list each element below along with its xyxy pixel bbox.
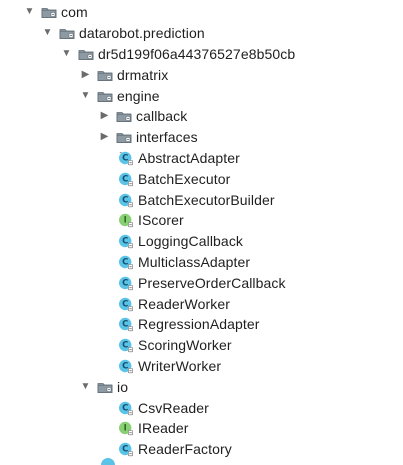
tree-node-drmatrix[interactable]: ▶ drmatrix [80,64,169,85]
svg-text:C: C [122,403,128,413]
tree-node-label: IReader [138,420,189,437]
tree-node-datarobot-prediction[interactable]: ▼ datarobot.prediction [42,23,205,44]
expand-arrow-icon[interactable]: ▼ [61,47,72,59]
package-folder-icon [116,129,132,145]
package-folder-icon [116,108,132,124]
tree-node-batchexecutorbuilder[interactable]: C BatchExecutorBuilder [118,189,275,210]
svg-text:C: C [122,320,128,330]
tree-node-label: AbstractAdapter [138,149,240,166]
abstract-class-icon: C [118,150,134,166]
tree-node-com[interactable]: ▼ com [24,2,88,23]
collapsed-arrow-icon[interactable]: ▶ [100,131,109,143]
tree-node-label: engine [117,87,160,104]
tree-node-engine[interactable]: ▼ engine [80,85,160,106]
expand-arrow-icon[interactable]: ▼ [80,89,91,101]
class-icon: C [118,254,134,270]
collapsed-arrow-icon[interactable]: ▶ [100,110,109,122]
tree-node-readerworker[interactable]: C ReaderWorker [118,293,230,314]
svg-text:C: C [122,154,128,164]
svg-text:C: C [122,445,128,455]
tree-node-loggingcallback[interactable]: C LoggingCallback [118,231,243,252]
tree-node-writerworker[interactable]: C WriterWorker [118,356,221,377]
expand-arrow-icon[interactable]: ▼ [24,6,35,18]
interface-icon: I [118,212,134,228]
tree-node-label: IScorer [138,212,184,229]
expand-arrow-icon[interactable]: ▼ [80,380,91,392]
package-folder-icon [41,4,57,20]
svg-text:I: I [124,216,127,226]
tree-node-label: ReaderWorker [138,295,230,312]
class-icon: C [118,337,134,353]
tree-node-label: MulticlassAdapter [138,253,251,270]
tree-node-scoringworker[interactable]: C ScoringWorker [118,335,232,356]
package-folder-icon [97,67,113,83]
svg-text:I: I [124,424,127,434]
svg-text:C: C [122,278,128,288]
collapsed-arrow-icon[interactable]: ▶ [81,68,90,80]
tree-node-preserveordercallback[interactable]: C PreserveOrderCallback [118,272,286,293]
svg-text:C: C [122,237,128,247]
tree-node-label: ScoringWorker [138,337,232,354]
svg-text:C: C [122,299,128,309]
tree-node-label: PreserveOrderCallback [138,274,286,291]
tree-node-ireader[interactable]: I IReader [118,418,189,439]
class-icon: C [118,358,134,374]
tree-node-label: callback [136,108,188,125]
tree-node-label: drmatrix [117,66,169,83]
tree-node-label: interfaces [136,129,198,146]
tree-node-csvreader[interactable]: C CsvReader [118,397,209,418]
class-icon: C [118,296,134,312]
tree-node-io[interactable]: ▼ io [80,376,128,397]
tree-node-abstractadapter[interactable]: C AbstractAdapter [118,148,240,169]
tree-node-multiclassadapter[interactable]: C MulticlassAdapter [118,252,250,273]
tree-node-label: BatchExecutor [138,170,231,187]
class-icon: C [118,400,134,416]
class-icon: C [118,171,134,187]
tree-node-iscorer[interactable]: I IScorer [118,210,184,231]
package-folder-icon [59,25,75,41]
tree-node-dr5d199f06a44376527e8b50cb[interactable]: ▼ dr5d199f06a44376527e8b50cb [61,44,296,65]
tree-node-batchexecutor[interactable]: C BatchExecutor [118,168,230,189]
interface-icon: I [118,420,134,436]
svg-text:C: C [122,341,128,351]
class-icon: C [118,192,134,208]
tree-node-label: ReaderFactory [138,441,232,458]
svg-text:C: C [122,258,128,268]
expand-arrow-icon[interactable]: ▼ [42,27,53,39]
tree-node-readerfactory[interactable]: C ReaderFactory [118,439,232,460]
tree-node-label: BatchExecutorBuilder [138,191,275,208]
tree-node-label: dr5d199f06a44376527e8b50cb [98,45,296,62]
tree-node-regressionadapter[interactable]: C RegressionAdapter [118,314,260,335]
tree-node-label: com [61,4,88,21]
svg-text:C: C [122,362,128,372]
class-icon: C [118,275,134,291]
package-folder-icon [97,88,113,104]
tree-node-interfaces[interactable]: ▶ interfaces [99,127,198,148]
class-icon: C [118,233,134,249]
svg-text:C: C [122,174,128,184]
tree-node-label: datarobot.prediction [79,25,205,42]
package-folder-icon [78,46,94,62]
tree-node-callback[interactable]: ▶ callback [99,106,188,127]
tree-node-label: LoggingCallback [138,233,244,250]
package-folder-icon [97,379,113,395]
class-icon: C [118,316,134,332]
tree-node-label: io [117,378,129,395]
partial-tree-item-icon [100,453,118,465]
class-icon: C [118,441,134,457]
tree-node-label: RegressionAdapter [138,316,260,333]
svg-text:C: C [122,195,128,205]
tree-node-label: CsvReader [138,399,209,416]
tree-node-label: WriterWorker [138,357,222,374]
